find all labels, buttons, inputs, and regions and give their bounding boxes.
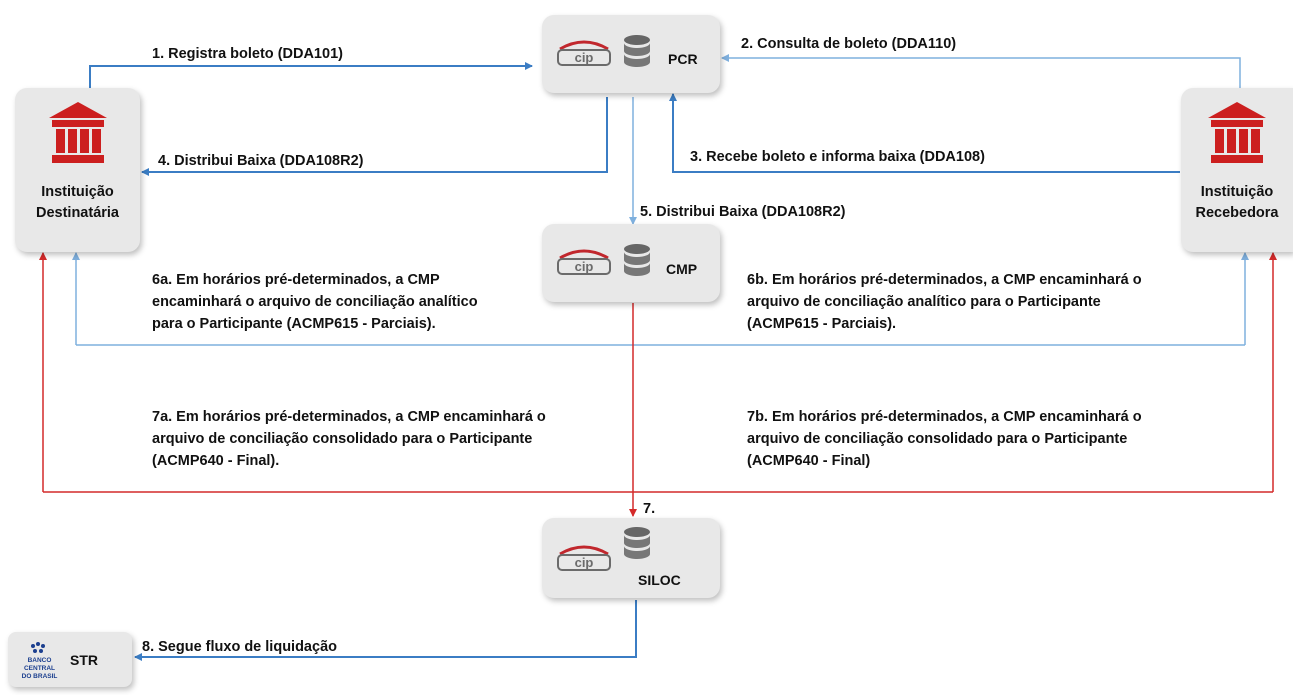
database-icon [624,527,650,559]
node-str[interactable]: BANCO CENTRAL DO BRASIL STR [8,632,132,687]
svg-text:cip: cip [575,50,594,65]
cip-logo-icon: cip [557,545,611,571]
svg-text:cip: cip [575,555,594,570]
bank-building-icon [1208,102,1266,163]
edge-6b-label: 6b. Em horários pré-determinados, a CMP … [747,272,1142,332]
edge-3-label: 3. Recebe boleto e informa baixa (DDA108… [690,149,985,165]
str-label: STR [70,652,98,668]
pcr-label: PCR [668,51,698,67]
banco-central-logo-text: BANCO CENTRAL DO BRASIL [12,657,67,681]
cip-logo-icon: cip [557,40,611,66]
edge-5-label: 5. Distribui Baixa (DDA108R2) [640,204,846,220]
node-instituicao-recebedora[interactable]: Instituição Recebedora [1181,88,1293,252]
edge-4-label: 4. Distribui Baixa (DDA108R2) [158,153,364,169]
edge-8-line [134,600,637,661]
banco-central-line2: DO BRASIL [21,673,58,680]
edge-7b-label: 7b. Em horários pré-determinados, a CMP … [747,409,1142,469]
siloc-label: SILOC [638,572,681,588]
edge-7-label: 7. [643,501,656,517]
node-pcr[interactable]: cip PCR [542,15,720,93]
database-icon [624,35,650,67]
banco-central-line1: BANCO CENTRAL [23,657,56,672]
node-instituicao-destinataria[interactable]: Instituição Destinatária [15,88,140,252]
destinataria-line2: Destinatária [35,205,119,221]
banco-central-logo-icon [31,642,45,653]
edge-1-label: 1. Registra boleto (DDA101) [152,46,343,62]
edge-2-label: 2. Consulta de boleto (DDA110) [741,36,957,52]
node-siloc[interactable]: cip SILOC [542,518,720,598]
edge-3-line [669,93,1180,173]
edge-2-line [721,54,1241,88]
cip-logo-icon: cip [557,249,611,275]
recebedora-line2: Recebedora [1195,205,1279,221]
cmp-label: CMP [666,261,698,277]
bank-building-icon [49,102,107,163]
node-cmp[interactable]: cip CMP [542,224,720,302]
instituicao-destinataria-label: Instituição Destinatária [15,182,140,224]
instituicao-recebedora-label: Instituição Recebedora [1181,182,1293,224]
edge-8-label: 8. Segue fluxo de liquidação [142,639,337,655]
database-icon [624,244,650,276]
svg-text:cip: cip [575,259,594,274]
destinataria-line1: Instituição [41,184,114,200]
edge-7a-label: 7a. Em horários pré-determinados, a CMP … [152,409,546,469]
edge-1-line [89,62,533,88]
edge-6a-label: 6a. Em horários pré-determinados, a CMP … [152,272,478,332]
edge-4-line [141,97,608,176]
recebedora-line1: Instituição [1200,184,1274,200]
